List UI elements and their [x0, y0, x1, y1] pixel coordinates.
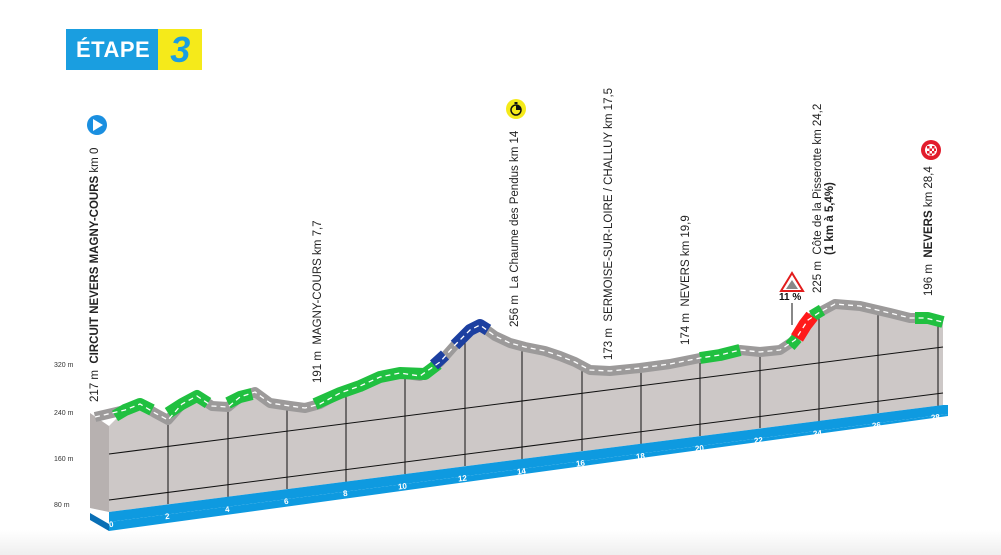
profile-left-wall — [90, 413, 109, 512]
waypoint-label-nevers-finish: 196 m NEVERS km 28,4 — [923, 166, 935, 296]
waypoint-label-cote-pisserotte: 225 m Côte de la Pisserotte km 24,2 (1 k… — [812, 103, 836, 293]
km-label-26: 26 — [871, 420, 882, 431]
stage-number: 3 — [158, 29, 203, 70]
km-label-0: 0 — [108, 519, 114, 530]
waypoint-label-nevers-1: 174 m NEVERS km 19,9 — [680, 215, 692, 345]
road-center-dash — [94, 303, 944, 421]
bottom-fade — [0, 530, 1001, 555]
km-label-10: 10 — [397, 481, 408, 492]
stage-badge: ÉTAPE 3 — [66, 29, 203, 70]
waypoint-label-magny-cours: 191 m MAGNY-COURS km 7,7 — [312, 220, 324, 383]
waypoint-label-chaume-des-pendus: 256 m La Chaume des Pendus km 14 — [509, 130, 521, 327]
km-label-20: 20 — [694, 443, 705, 454]
grid-line-160 — [108, 346, 944, 455]
km-label-6: 6 — [283, 496, 289, 507]
km-label-16: 16 — [575, 458, 586, 469]
waypoint-label-sermoise: 173 m SERMOISE-SUR-LOIRE / CHALLUY km 17… — [603, 87, 615, 360]
km-label-28: 28 — [930, 412, 941, 423]
finish-checkered-icon — [921, 140, 941, 160]
waypoint-label-start: 217 m CIRCUIT NEVERS MAGNY-COURS km 0 — [89, 147, 101, 402]
km-label-24: 24 — [812, 428, 823, 439]
climb-triangle-icon — [779, 271, 805, 292]
km-label-14: 14 — [516, 466, 527, 477]
km-label-4: 4 — [224, 504, 230, 515]
km-label-8: 8 — [342, 488, 348, 499]
grid-line-80 — [108, 392, 944, 501]
timing-point-stopwatch-icon — [506, 99, 526, 119]
km-gridlines — [167, 309, 939, 504]
elev-label-240: 240 m — [54, 410, 74, 417]
km-label-12: 12 — [457, 473, 468, 484]
km-label-22: 22 — [753, 435, 764, 446]
km-label-2: 2 — [164, 511, 170, 522]
km-label-18: 18 — [635, 451, 646, 462]
climb-detail: (1 km à 5,4%) — [824, 182, 836, 255]
elev-label-80: 80 m — [54, 502, 70, 509]
start-play-icon — [87, 115, 107, 135]
stage-word: ÉTAPE — [66, 29, 159, 70]
elev-label-320: 320 m — [54, 362, 74, 369]
km-band — [109, 405, 948, 522]
elev-label-160: 160 m — [54, 456, 74, 463]
climb-max-gradient: 11 % — [779, 292, 802, 303]
km-band-side — [90, 513, 109, 531]
